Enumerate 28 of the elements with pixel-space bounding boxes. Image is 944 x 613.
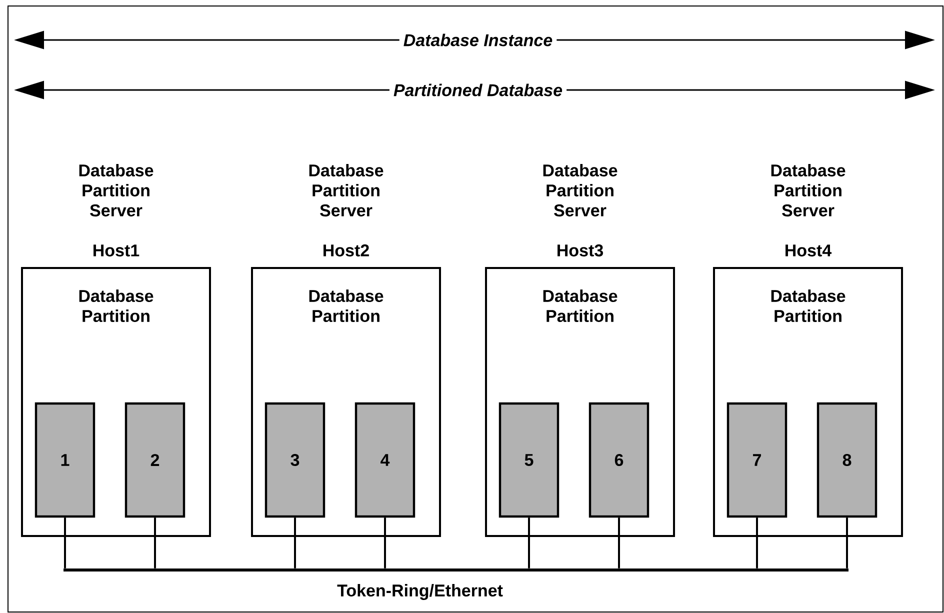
node-label: Host2 [324,244,369,256]
partition-box: 8 [816,402,878,518]
partition-box: 4 [354,402,416,518]
partition-box: 7 [726,402,788,518]
partition-box: 2 [124,402,186,518]
span-label: Partitioned Database [389,80,567,100]
server-label: Database Partition Server [309,164,384,216]
node-label: Host3 [558,244,604,256]
connector-line [846,518,848,568]
connector-line [618,518,620,568]
partition-box: 3 [264,402,326,518]
node-label: Token-Ring/Ethernet [337,584,503,600]
partition-box: 5 [498,402,560,518]
node-label: Host1 [94,244,140,256]
partition-box: 6 [588,402,650,518]
connector-line [528,518,530,568]
partition-box: 1 [34,402,96,518]
server-label: Database Partition Server [79,164,154,216]
connector-line [294,518,296,568]
span-label: Database Instance [399,30,557,50]
network-bus: Token-Ring/Ethernet [64,568,848,600]
connector-line [64,518,66,568]
connector-line [756,518,758,568]
node-label: Host4 [786,244,832,256]
server-label: Database Partition Server [771,164,846,216]
server-label: Database Partition Server [543,164,618,216]
connector-line [154,518,156,568]
connector-line [384,518,386,568]
